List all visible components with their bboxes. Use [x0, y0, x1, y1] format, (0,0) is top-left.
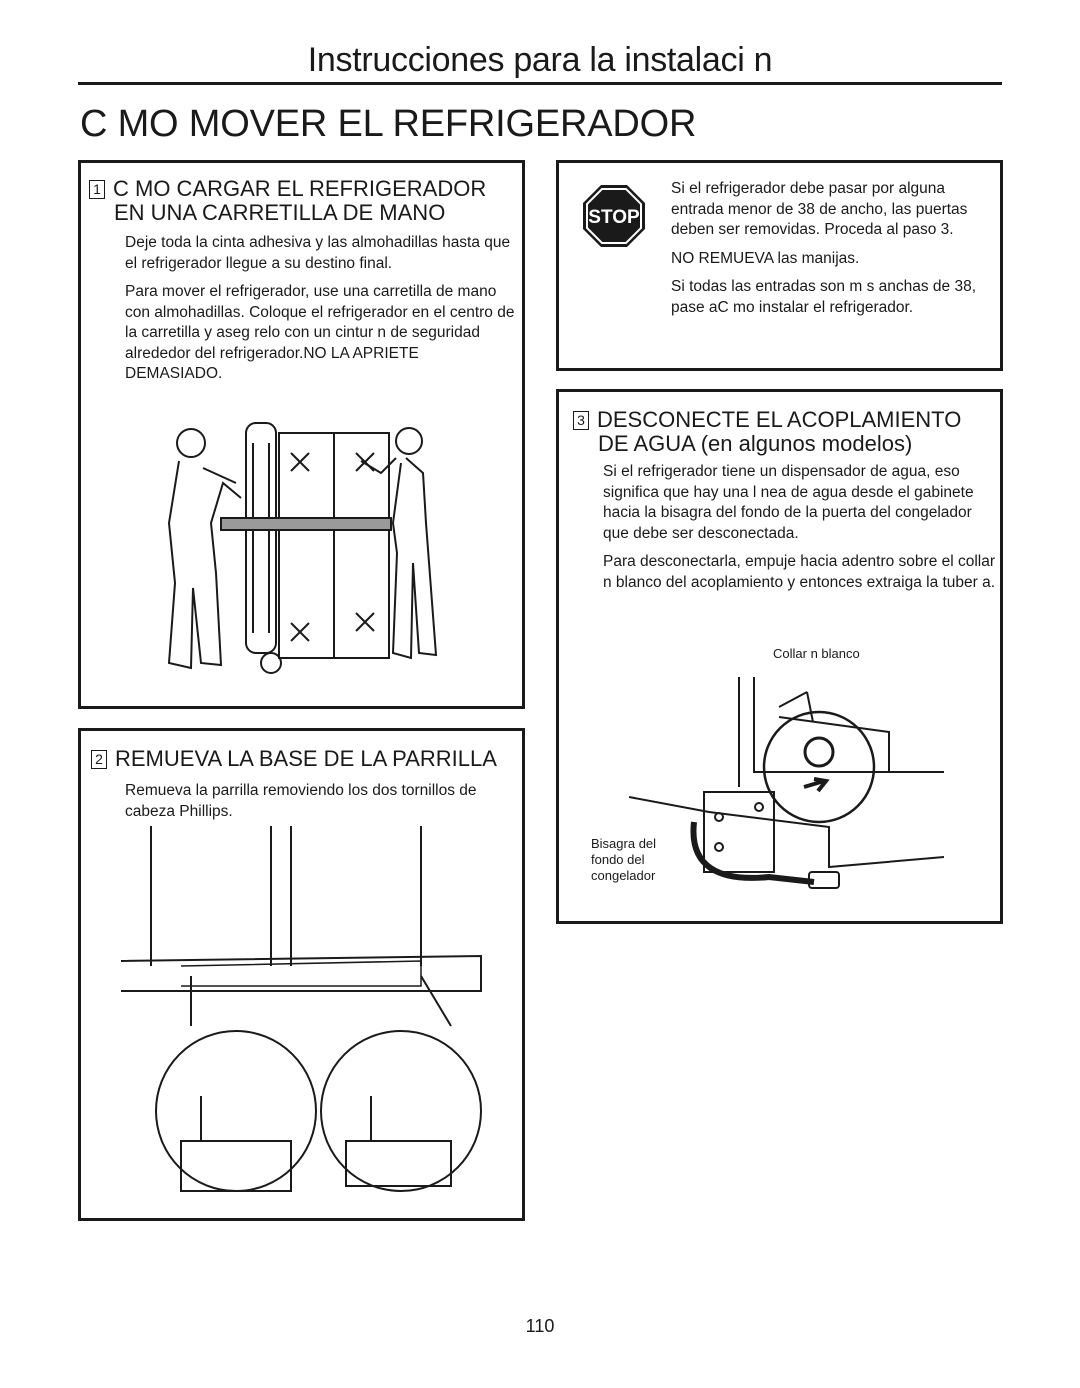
step2-panel: 2 REMUEVA LA BASE DE LA PARRILLA Remueva … [78, 728, 525, 1221]
step2-title: REMUEVA LA BASE DE LA PARRILLA [115, 746, 497, 771]
step1-paragraph2: Para mover el refrigerador, use una carr… [125, 283, 515, 382]
stop-sign-text: STOP [588, 207, 640, 228]
stop-paragraph1: Si el refrigerador debe pasar por alguna… [671, 180, 968, 238]
step3-paragraph1: Si el refrigerador tiene un dispensador … [603, 463, 974, 542]
page-header: Instrucciones para la instalaci n [78, 40, 1002, 85]
stop-paragraph2: NO REMUEVA las manijas. [671, 249, 860, 267]
step1-paragraph1: Deje toda la cinta adhesiva y las almoha… [125, 234, 511, 272]
stop-sign-icon: STOP [583, 185, 645, 247]
step3-body: Si el refrigerador tiene un dispensador … [603, 462, 998, 601]
step3-paragraph2: Para desconectarla, empuje hacia adentro… [603, 553, 996, 591]
step2-heading: 2 REMUEVA LA BASE DE LA PARRILLA [91, 747, 497, 771]
grille-illustration [121, 826, 482, 1192]
step3-heading: 3 DESCONECTE EL ACOPLAMIENTO DE AGUA (en … [573, 408, 961, 456]
step3-panel: 3 DESCONECTE EL ACOPLAMIENTO DE AGUA (en … [556, 389, 1003, 924]
hinge-label: Bisagra del fondo del congelador [591, 836, 657, 883]
step1-title-line2: EN UNA CARRETILLA DE MANO [114, 200, 446, 225]
step1-title-line1: C MO CARGAR EL REFRIGERADOR [113, 176, 487, 201]
water-coupling-illustration [629, 677, 944, 889]
collar-label: Collar n blanco [773, 646, 860, 661]
stop-panel: STOP Si el refrigerador debe pasar por a… [556, 160, 1003, 371]
step3-number: 3 [573, 411, 589, 430]
step1-panel: 1 C MO CARGAR EL REFRIGERADOR EN UNA CARR… [78, 160, 525, 709]
stop-paragraph3: Si todas las entradas son m s anchas de … [671, 278, 977, 316]
step2-paragraph1: Remueva la parrilla removiendo los dos t… [125, 782, 477, 820]
page-title: C MO MOVER EL REFRIGERADOR [80, 103, 697, 145]
step1-body: Deje toda la cinta adhesiva y las almoha… [125, 233, 520, 393]
step2-number: 2 [91, 750, 107, 769]
step2-body: Remueva la parrilla removiendo los dos t… [125, 781, 520, 830]
hand-truck-illustration [167, 422, 438, 674]
page-number: 110 [525, 1316, 555, 1336]
step1-number: 1 [89, 180, 105, 199]
step1-heading: 1 C MO CARGAR EL REFRIGERADOR EN UNA CARR… [89, 177, 486, 225]
step3-title-line2: DE AGUA (en algunos modelos) [598, 431, 913, 456]
step3-title-line1: DESCONECTE EL ACOPLAMIENTO [597, 407, 962, 432]
stop-body: Si el refrigerador debe pasar por alguna… [671, 179, 1001, 326]
